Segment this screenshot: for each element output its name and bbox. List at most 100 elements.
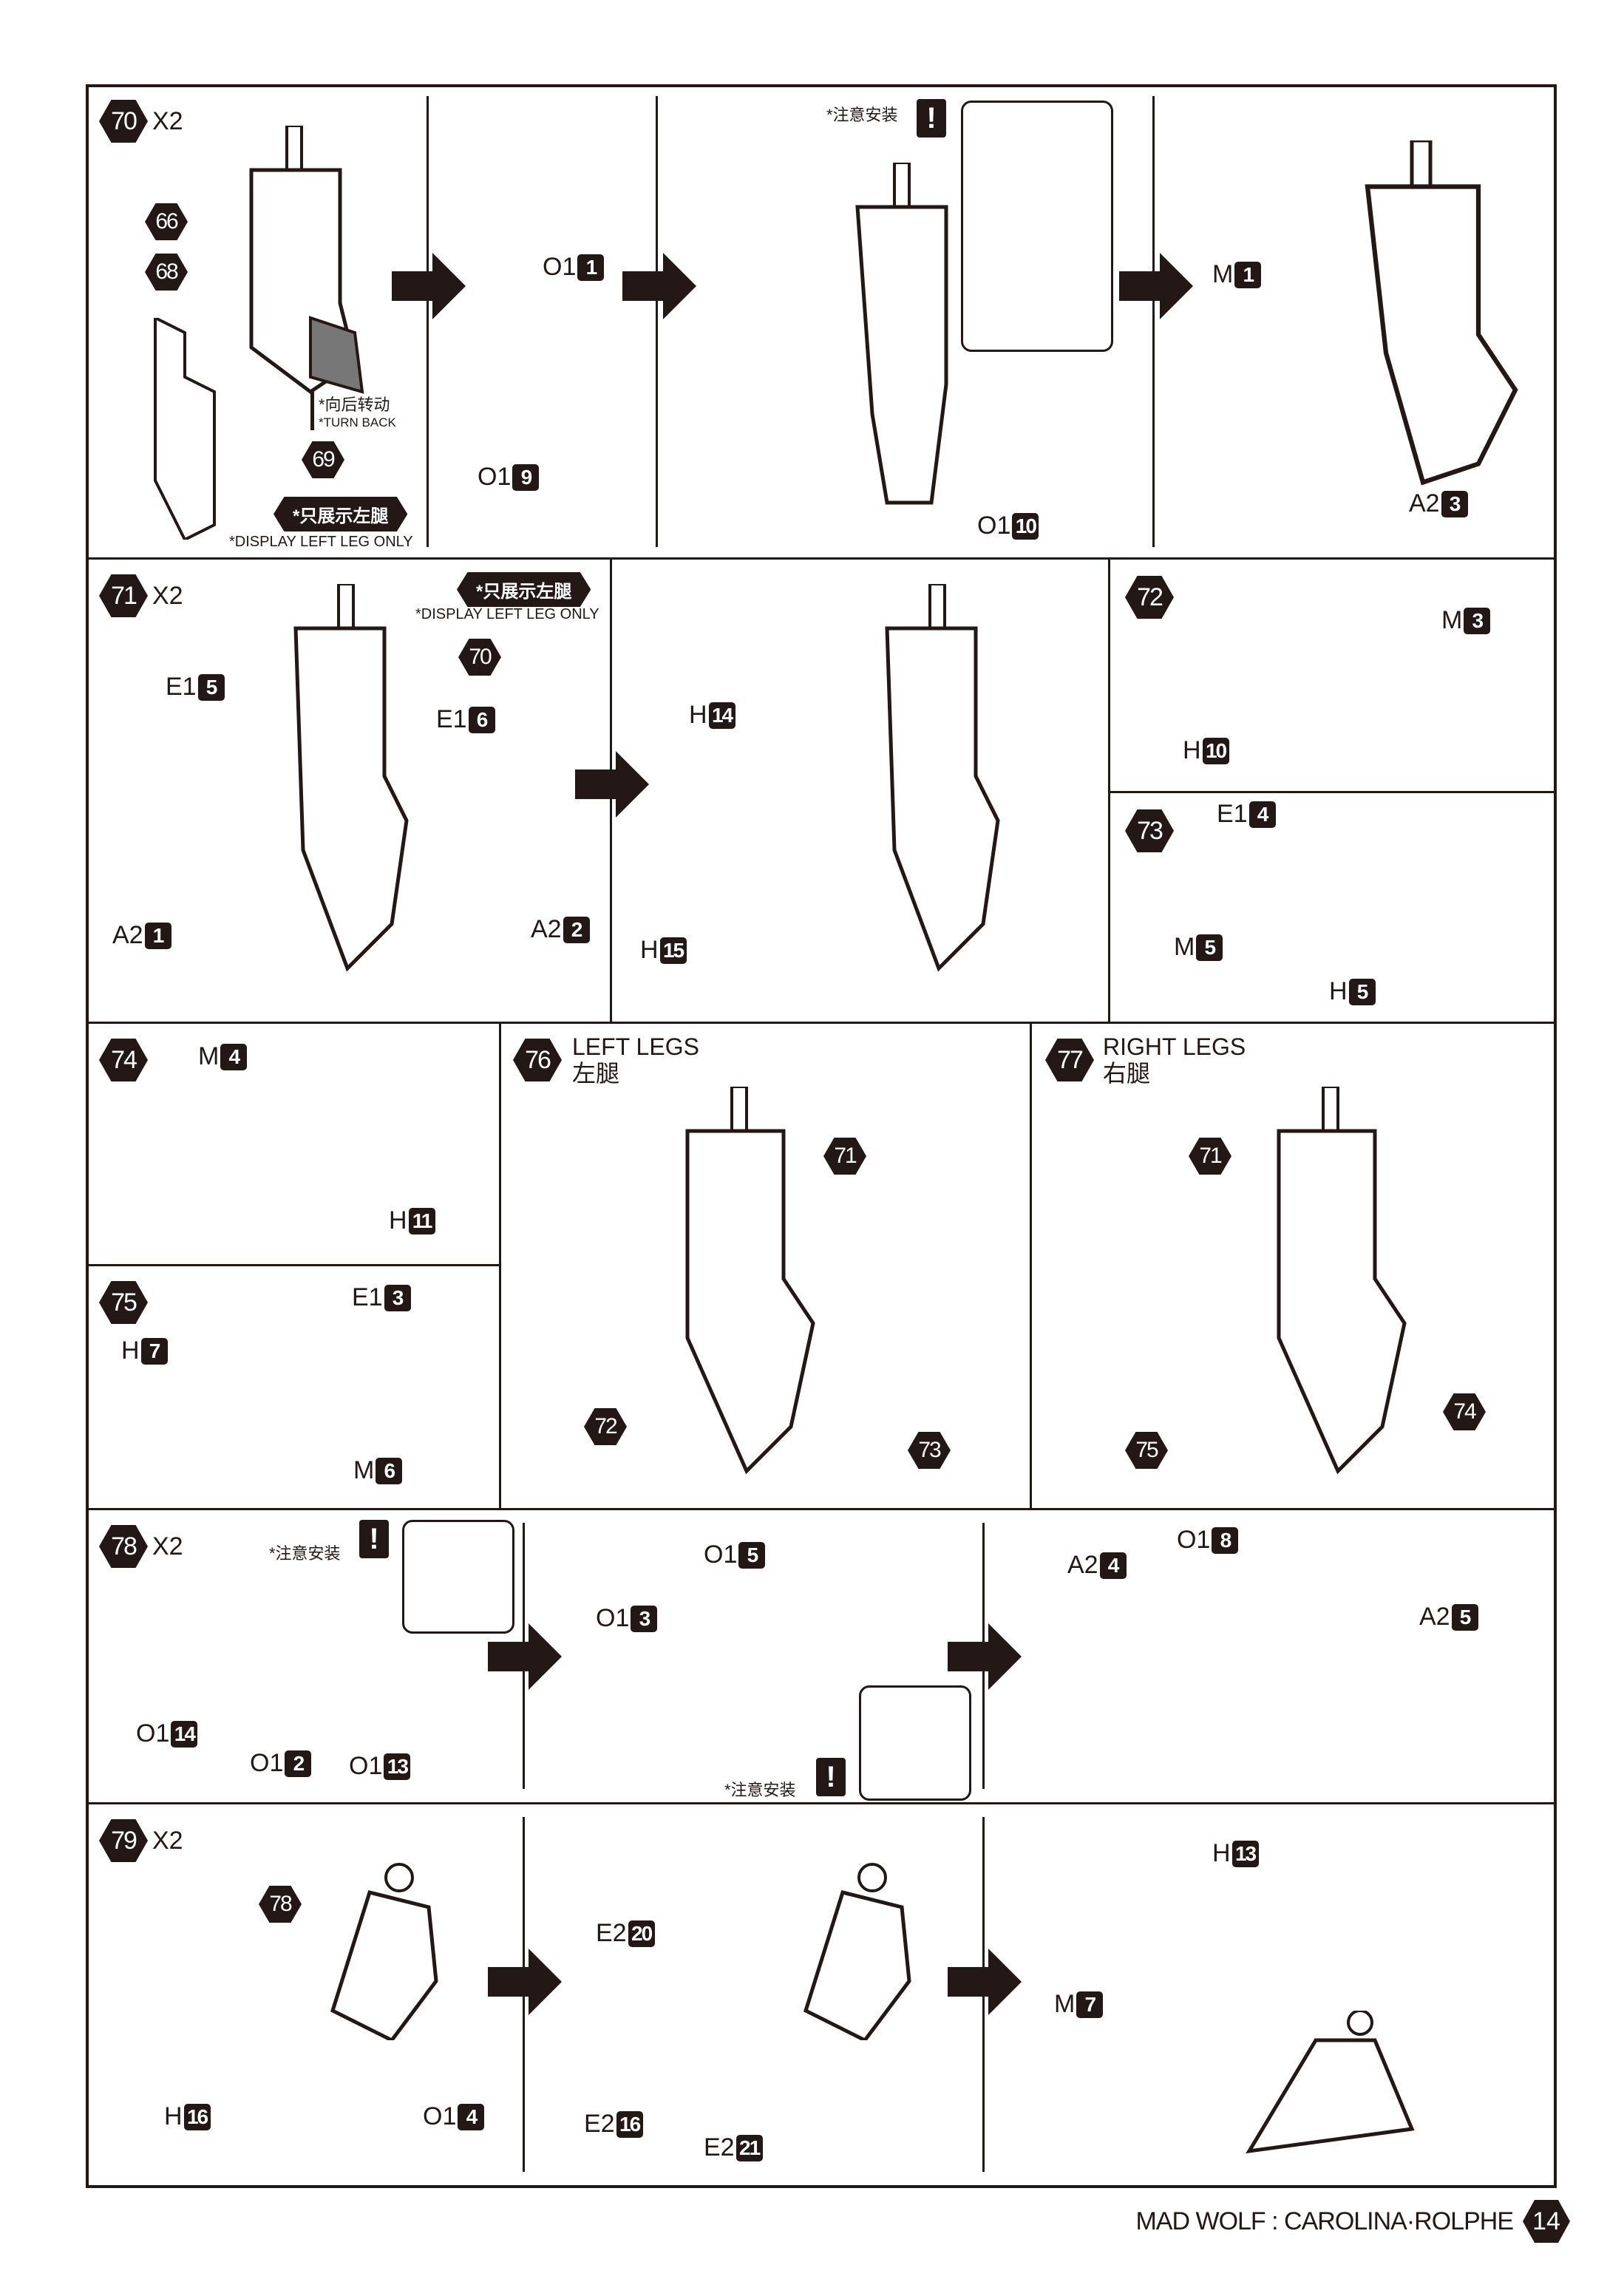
part-number: 4 (1248, 801, 1276, 828)
quantity-multiplier: X2 (152, 1532, 183, 1560)
leg-illustration (685, 1087, 815, 1475)
detail-inset (859, 1685, 971, 1801)
sprue-letter: O1 (478, 463, 512, 491)
sprue-letter: A2 (1067, 1551, 1098, 1579)
part-number: 3 (384, 1284, 411, 1311)
part-number: 7 (140, 1337, 168, 1365)
page-number: 14 (1523, 2200, 1570, 2243)
foot-illustration (330, 1863, 438, 2040)
part-number: 5 (197, 673, 225, 701)
next-arrow-icon (948, 1623, 1022, 1690)
turn-note-en: *TURN BACK (319, 415, 396, 429)
part-number: 8 (1212, 1526, 1239, 1554)
part-number: 1 (577, 254, 605, 281)
next-arrow-icon (488, 1949, 562, 2015)
part-number: 3 (1441, 490, 1468, 517)
leg-illustration (1277, 1087, 1407, 1475)
sprue-letter: H (389, 1206, 407, 1234)
part-number: 2 (563, 916, 590, 943)
subassembly-ref-72: 72 (584, 1408, 627, 1445)
part-number: 10 (1202, 737, 1229, 764)
part-number: 21 (735, 2134, 763, 2161)
sprue-letter: M (1212, 260, 1234, 288)
part-number: 16 (183, 2103, 211, 2130)
part-number: 3 (1464, 607, 1491, 634)
sprue-letter: A2 (112, 921, 143, 949)
subassembly-ref-70: 70 (458, 639, 501, 676)
warning-icon: ! (359, 1520, 389, 1558)
part-number: 4 (458, 2103, 485, 2130)
sprue-letter: M (1174, 933, 1195, 961)
part-number: 9 (512, 463, 540, 491)
part-number: 10 (1012, 512, 1039, 540)
sprue-letter: O1 (543, 253, 577, 281)
leg-illustration (885, 584, 1000, 972)
sprue-letter: E2 (704, 2133, 735, 2161)
part-number: 13 (384, 1753, 411, 1780)
quantity-multiplier: X2 (152, 107, 183, 135)
part-number: 14 (171, 1720, 198, 1748)
sprue-letter: O1 (349, 1752, 383, 1780)
divider (427, 96, 429, 547)
sprue-letter: E1 (436, 705, 467, 733)
sprue-letter: A2 (1419, 1603, 1450, 1631)
left-leg-only-note: *DISPLAY LEFT LEG ONLY (415, 606, 599, 622)
part-number: 6 (468, 706, 495, 733)
divider (86, 1022, 1554, 1024)
sprue-letter: E1 (1217, 800, 1248, 828)
part-number: 15 (659, 937, 687, 964)
part-number: 4 (220, 1043, 248, 1070)
quantity-multiplier: X2 (152, 1827, 183, 1855)
step-badge-78: 78 (99, 1525, 148, 1568)
leg-illustration (293, 584, 409, 972)
step-badge-70: 70 (99, 100, 148, 143)
sprue-letter: H (1212, 1839, 1231, 1867)
part-number: 7 (1076, 1991, 1104, 2018)
sprue-letter: H (640, 936, 659, 964)
warning-icon: ! (917, 99, 946, 137)
sprue-letter: E2 (584, 2110, 615, 2138)
careful-note: *注意安装 (724, 1781, 796, 1799)
product-title: MAD WOLF : CAROLINA·ROLPHE (1135, 2207, 1514, 2235)
divider (86, 1802, 1554, 1804)
sprue-letter: M (1441, 606, 1463, 634)
sprue-letter: E1 (166, 673, 197, 701)
part-number: 2 (285, 1750, 312, 1777)
divider (86, 557, 1554, 560)
knee-part-illustration (154, 318, 216, 540)
divider (656, 96, 658, 547)
sprue-letter: O1 (704, 1541, 738, 1569)
careful-note: *注意安装 (269, 1544, 341, 1563)
next-arrow-icon (575, 751, 649, 818)
left-leg-only-tag: *只展示左腿 (274, 497, 408, 531)
sprue-letter: O1 (136, 1719, 170, 1748)
part-number: 14 (708, 702, 735, 729)
divider (1152, 96, 1155, 547)
step-badge-72: 72 (1125, 576, 1174, 619)
detail-inset (961, 101, 1113, 352)
foot-illustration (1246, 2011, 1415, 2154)
